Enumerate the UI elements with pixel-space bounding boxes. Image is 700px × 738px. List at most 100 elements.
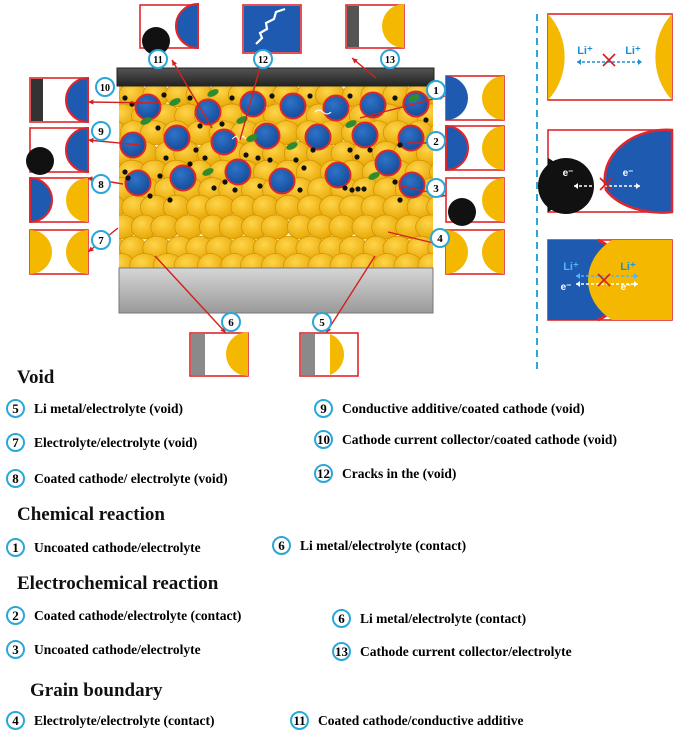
path-head bbox=[574, 183, 578, 189]
binder-flake bbox=[169, 98, 181, 106]
void-heading: Void bbox=[17, 367, 55, 388]
callout-2: 2 bbox=[426, 131, 446, 151]
coated-cathode-grain bbox=[65, 76, 89, 124]
callout-number: 7 bbox=[98, 235, 104, 247]
li-metal-strip bbox=[191, 334, 205, 375]
coated-cathode-particle bbox=[224, 158, 252, 186]
conductive-additive-dot bbox=[361, 186, 367, 192]
electrolyte-grain bbox=[429, 163, 433, 181]
callout-ring bbox=[312, 312, 332, 332]
coated-cathode-particle bbox=[134, 93, 162, 121]
callout-11: 11 bbox=[148, 49, 168, 69]
conductive-additive-dot bbox=[342, 185, 348, 191]
conductive-additive-dot bbox=[297, 187, 303, 193]
pointer-arrow bbox=[239, 59, 263, 141]
legend-item-9: 9 Conductive additive/coated cathode (voi… bbox=[314, 399, 585, 418]
arrow-head bbox=[352, 58, 358, 64]
li-metal-anode bbox=[118, 267, 434, 314]
callout-9: 9 bbox=[91, 121, 111, 141]
conductive-additive-dot bbox=[392, 179, 398, 185]
conductive-additive-dot bbox=[257, 183, 263, 189]
panel-label: Li⁺ bbox=[620, 261, 636, 273]
callout-badge: 7 bbox=[6, 433, 25, 452]
path-head bbox=[636, 183, 640, 189]
conductive-additive-dot bbox=[161, 92, 167, 98]
callout-number: 2 bbox=[433, 136, 439, 148]
callout-badge: 4 bbox=[6, 711, 25, 730]
callout-8: 8 bbox=[91, 174, 111, 194]
legend-item-3: 3 Uncoated cathode/electrolyte bbox=[6, 640, 201, 659]
cathode-current-collector bbox=[116, 67, 435, 87]
callout-badge: 2 bbox=[6, 606, 25, 625]
conductive-additive-dot bbox=[255, 155, 261, 161]
conductive-additive-dot bbox=[157, 173, 163, 179]
callout-1: 1 bbox=[426, 80, 446, 100]
electrochemical-heading: Electrochemical reaction bbox=[17, 573, 219, 594]
callout-badge: 9 bbox=[314, 399, 333, 418]
electrolyte-grain bbox=[446, 230, 468, 274]
conductive-additive-grain bbox=[142, 27, 170, 55]
conductive-additive-dot bbox=[229, 95, 235, 101]
legend-label: Cathode current collector/coated cathode… bbox=[342, 431, 617, 447]
crack-line bbox=[314, 109, 332, 115]
conductive-additive-dot bbox=[222, 179, 228, 185]
path-head bbox=[576, 281, 580, 287]
electrolyte-grain bbox=[226, 332, 248, 376]
coated-cathode-grain bbox=[65, 126, 89, 174]
legend-label: Conductive additive/coated cathode (void… bbox=[342, 400, 585, 416]
electrolyte-grain bbox=[66, 230, 88, 274]
coated-cathode-particle bbox=[359, 91, 387, 119]
callout-12: 12 bbox=[253, 49, 273, 69]
panel-label: Li⁺ bbox=[577, 45, 593, 57]
binder-flake bbox=[286, 142, 298, 150]
coated-cathode-particle bbox=[163, 124, 191, 152]
electrolyte-grain bbox=[30, 230, 52, 274]
arrow-head bbox=[88, 99, 94, 105]
callout-number: 9 bbox=[98, 126, 104, 138]
panel-label: e⁻ bbox=[563, 168, 574, 179]
binder-flake bbox=[368, 172, 380, 180]
callout-number: 8 bbox=[98, 179, 104, 191]
binder-flake bbox=[140, 117, 152, 125]
conductive-additive-dot bbox=[202, 155, 208, 161]
electrolyte-grain bbox=[482, 230, 504, 274]
legend-label: Coated cathode/conductive additive bbox=[318, 712, 524, 728]
coated-cathode-particle bbox=[397, 124, 425, 152]
callout-3: 3 bbox=[426, 178, 446, 198]
arrow-head bbox=[88, 246, 94, 252]
blocked-mark bbox=[597, 273, 611, 287]
callout-ring bbox=[91, 121, 111, 141]
conductive-additive-dot bbox=[355, 186, 361, 192]
coated-cathode-particle bbox=[374, 149, 402, 177]
callout-ring bbox=[380, 49, 400, 69]
callout-badge: 6 bbox=[332, 609, 351, 628]
callout-badge: 3 bbox=[6, 640, 25, 659]
blocked-mark bbox=[602, 53, 616, 67]
callout-ring bbox=[91, 230, 111, 250]
electrolyte-grain bbox=[482, 76, 504, 120]
callout-badge: 13 bbox=[332, 642, 351, 661]
conductive-additive-dot bbox=[267, 157, 273, 163]
grain-heading: Grain boundary bbox=[30, 680, 163, 701]
callout-badge: 12 bbox=[314, 464, 333, 483]
collector-strip bbox=[31, 79, 43, 121]
path-head bbox=[576, 273, 580, 279]
legend-label: Uncoated cathode/electrolyte bbox=[34, 641, 201, 657]
transport-panels: Li⁺Li⁺e⁻e⁻Li⁺Li⁺e⁻e⁻ bbox=[538, 13, 674, 322]
conductive-additive-dot bbox=[187, 95, 193, 101]
conductive-additive-grain bbox=[26, 147, 54, 175]
pointer-arrow bbox=[359, 95, 446, 119]
coated-cathode-particle bbox=[253, 122, 281, 150]
callout-number: 11 bbox=[153, 55, 162, 66]
conductive-additive-dot bbox=[163, 155, 169, 161]
callout-badge: 11 bbox=[290, 711, 309, 730]
conductive-additive-dot bbox=[347, 147, 353, 153]
binder-flake bbox=[202, 168, 214, 176]
pointer-arrow bbox=[87, 139, 141, 146]
conductive-additive-dot bbox=[155, 125, 161, 131]
electrolyte-grain bbox=[482, 126, 504, 170]
